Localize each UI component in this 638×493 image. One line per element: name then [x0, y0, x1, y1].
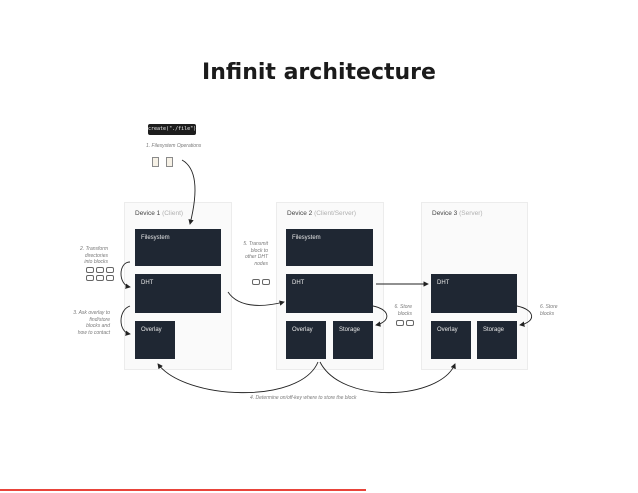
note-store-device-2-line-1: 6. Store: [394, 304, 412, 310]
note-transmit-line-2: block to: [250, 247, 268, 254]
note-transmit: 5. Transmit block to other DHT nodes: [230, 241, 268, 267]
file-icon: [152, 157, 159, 167]
device-3-title: Device 3 (Server): [432, 210, 483, 217]
block-chain-icon: [396, 320, 414, 326]
device-3-role: (Server): [459, 210, 483, 217]
device-1-dht-block: DHT: [135, 274, 221, 313]
note-transmit-line-3: other DHT: [244, 254, 268, 260]
device-2-filesystem-block: Filesystem: [286, 229, 373, 266]
block-chain-icon: [252, 279, 270, 285]
file-icon: [166, 157, 173, 167]
note-ask-overlay-line-2: find/store: [89, 316, 110, 323]
page-title: Infinit architecture: [202, 60, 436, 85]
note-store-device-2-line-2: blocks: [397, 310, 412, 317]
arrow-file-to-filesystem: [181, 159, 196, 225]
arrow-overlay-1-to-2: [157, 361, 319, 394]
note-filesystem-operations: 1. Filesystem Operations: [146, 143, 202, 149]
device-1-filesystem-block: Filesystem: [135, 229, 221, 266]
note-store-device-3: 6. Store blocks: [540, 304, 568, 317]
arrow-overlay-2-to-3: [319, 361, 456, 394]
arrow-device1-dht-to-device2-dht: [227, 291, 285, 306]
note-transform: 2. Transform directories into blocks: [60, 246, 108, 266]
device-3-dht-block: DHT: [431, 274, 517, 313]
device-1-title: Device 1 (Client): [135, 210, 183, 217]
note-store-device-3-line-1: 6. Store: [540, 304, 558, 310]
device-2-storage-block: Storage: [333, 321, 373, 359]
device-3-storage-block: Storage: [477, 321, 517, 359]
note-transmit-line-1: 5. Transmit: [243, 241, 268, 247]
accent-line: [0, 489, 366, 491]
device-2-title: Device 2 (Client/Server): [287, 210, 356, 217]
arrow-device3-dht-to-storage: [516, 305, 533, 327]
device-1-overlay-block: Overlay: [135, 321, 175, 359]
note-store-device-3-line-2: blocks: [540, 310, 555, 317]
device-1-role: (Client): [162, 210, 184, 217]
device-2-dht-block: DHT: [286, 274, 373, 313]
note-ask-overlay: 3. Ask overlay to find/store blocks and …: [58, 310, 110, 336]
device-2-role: (Client/Server): [314, 210, 357, 217]
note-store-device-2: 6. Store blocks: [386, 304, 412, 317]
code-snippet: create("./file"): [148, 124, 196, 135]
note-transform-line-2: directories: [84, 252, 108, 259]
block-chain-icon: [86, 267, 114, 273]
block-chain-icon: [86, 275, 114, 281]
arrow-filesystem-to-dht-loop: [120, 261, 131, 289]
arrow-device2-dht-to-storage: [372, 305, 388, 327]
note-transmit-line-4: nodes: [254, 260, 268, 267]
note-determine: 4. Determine on/off-key where to store t…: [250, 395, 357, 401]
note-ask-overlay-line-1: 3. Ask overlay to: [73, 310, 110, 316]
note-ask-overlay-line-4: how to contact: [77, 329, 110, 336]
device-3-overlay-block: Overlay: [431, 321, 471, 359]
note-transform-line-1: 2. Transform: [80, 246, 108, 252]
device-2-name: Device 2: [287, 210, 313, 217]
note-transform-line-3: into blocks: [84, 259, 108, 265]
note-ask-overlay-line-3: blocks and: [86, 323, 110, 329]
device-2-overlay-block: Overlay: [286, 321, 326, 359]
device-3-name: Device 3: [432, 210, 458, 217]
device-1-name: Device 1: [135, 210, 161, 217]
arrow-dht-to-overlay-loop: [120, 305, 131, 336]
